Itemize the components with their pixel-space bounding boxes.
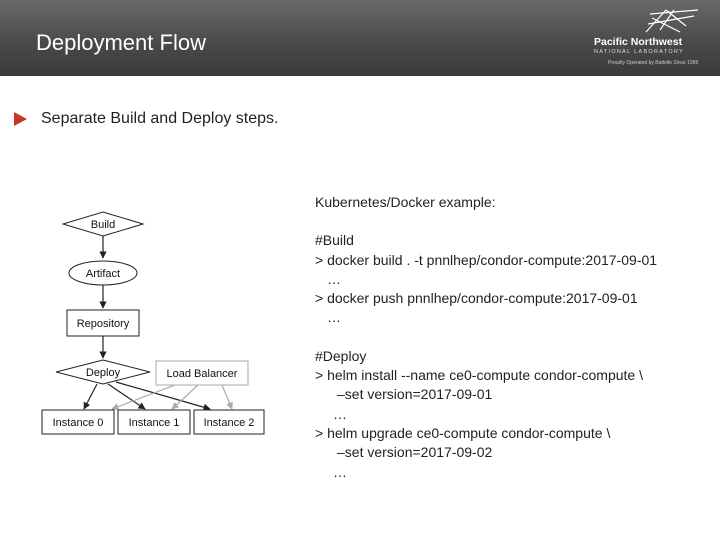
- repository-label: Repository: [77, 318, 130, 330]
- artifact-label: Artifact: [86, 268, 120, 280]
- code-heading: Kubernetes/Docker example:: [315, 194, 496, 210]
- pnnl-logo: Pacific Northwest NATIONAL LABORATORY Pr…: [590, 6, 715, 72]
- code-upgrade-ellipsis: …: [333, 463, 347, 480]
- code-push-cmd: > docker push pnnlhep/condor-compute:201…: [315, 290, 638, 307]
- edge-lb-instance1: [171, 384, 199, 410]
- edge-deploy-instance2: [115, 381, 211, 411]
- code-install-set: –set version=2017-09-01: [337, 386, 493, 403]
- code-build-ellipsis: …: [327, 270, 341, 287]
- instance2-node: Instance 2: [193, 409, 265, 435]
- logo-tagline: Proudly Operated by Battelle Since 1965: [608, 60, 699, 66]
- build-label: Build: [91, 219, 115, 231]
- instance1-label: Instance 1: [129, 417, 180, 429]
- deploy-label: Deploy: [86, 367, 121, 379]
- load-balancer-label: Load Balancer: [167, 368, 238, 380]
- logo-subtitle: NATIONAL LABORATORY: [594, 49, 685, 55]
- code-deploy-title: #Deploy: [315, 347, 367, 364]
- code-example-block: Kubernetes/Docker example: #Build > dock…: [315, 193, 657, 482]
- code-install-ellipsis: …: [333, 405, 347, 422]
- build-node: Build: [61, 211, 145, 237]
- logo-name: Pacific Northwest: [594, 36, 683, 48]
- edge-deploy-instance1: [107, 383, 146, 410]
- slide-title: Deployment Flow: [36, 30, 206, 55]
- triangle-bullet-icon: [14, 112, 27, 126]
- edge-lb-instance2: [221, 384, 233, 410]
- code-build-cmd: > docker build . -t pnnlhep/condor-compu…: [315, 251, 658, 268]
- header-bar: Deployment Flow Pacific Northwest NATION…: [0, 0, 720, 76]
- instance2-label: Instance 2: [204, 417, 255, 429]
- code-upgrade-set: –set version=2017-09-02: [337, 444, 493, 461]
- instance1-node: Instance 1: [117, 409, 191, 435]
- code-push-ellipsis: …: [327, 309, 341, 326]
- repository-node: Repository: [66, 309, 140, 337]
- code-build-title: #Build: [315, 232, 354, 249]
- instance0-label: Instance 0: [53, 417, 104, 429]
- instance0-node: Instance 0: [41, 409, 115, 435]
- bullet-point: Separate Build and Deploy steps.: [14, 110, 278, 128]
- edge-deploy-instance0: [83, 383, 98, 410]
- code-install-cmd: > helm install --name ce0-compute condor…: [315, 367, 643, 384]
- artifact-node: Artifact: [68, 260, 138, 286]
- load-balancer-node: Load Balancer: [155, 360, 249, 386]
- code-upgrade-cmd: > helm upgrade ce0-compute condor-comput…: [315, 424, 611, 441]
- bullet-text: Separate Build and Deploy steps.: [41, 110, 279, 127]
- edge-lb-instance0: [111, 384, 176, 411]
- pnnl-logo-mark-icon: [645, 9, 699, 33]
- deploy-node: Deploy: [55, 359, 151, 385]
